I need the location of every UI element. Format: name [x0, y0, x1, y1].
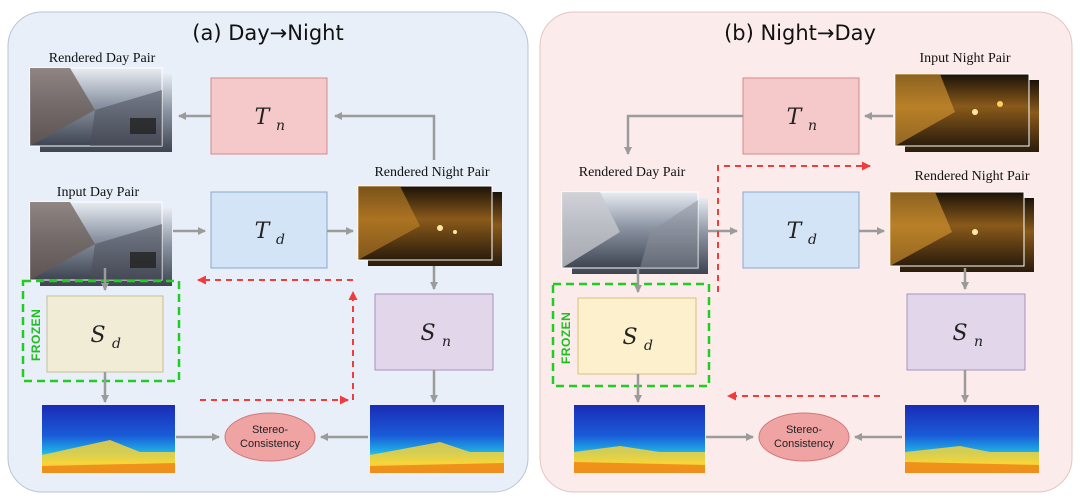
frozen-boundary-b	[551, 282, 711, 388]
loss-arrows-b	[717, 161, 880, 401]
tn-module-label-b: T	[787, 105, 804, 130]
depth-map-right-b	[905, 405, 1039, 473]
sd-module-box-a	[46, 295, 164, 373]
td-module-label-b: T	[787, 219, 804, 244]
stereo-consistency-line2-a: Consistency	[240, 438, 300, 450]
sn-module-label-b: S	[952, 321, 967, 346]
td-module-label-a: T	[255, 219, 272, 244]
stereo-consistency-node-b	[758, 412, 850, 462]
flow-arrows-b	[624, 112, 969, 441]
panel-b-title: (b) Night→Day	[724, 21, 876, 45]
sn-module-subscript-a: n	[442, 334, 451, 350]
label-input-night-pair-b: Input Night Pair	[920, 51, 1011, 66]
frozen-boundary-a	[21, 279, 181, 383]
sd-module-subscript-b: d	[644, 338, 653, 354]
td-module-subscript-a: d	[276, 232, 285, 248]
depth-map-left-b	[574, 405, 705, 473]
tn-module-label-a: T	[255, 105, 272, 130]
sn-module-box-a	[374, 293, 494, 371]
frozen-label-a: FROZEN	[29, 309, 43, 361]
flow-arrows-a	[101, 112, 438, 441]
sn-module-box-b	[906, 293, 1026, 371]
sd-module-subscript-a: d	[112, 336, 121, 352]
rendered-day-pair-image-a	[29, 67, 172, 152]
depth-map-left-a	[42, 405, 175, 473]
sd-module-label-a: S	[90, 323, 105, 348]
panel-a-title: (a) Day→Night	[192, 21, 343, 45]
stereo-consistency-line2-b: Consistency	[774, 438, 834, 450]
td-module-box-a	[210, 191, 328, 269]
label-input-day-pair-a: Input Day Pair	[57, 185, 140, 200]
stereo-consistency-node-a	[224, 412, 316, 462]
tn-module-box-b	[742, 77, 860, 155]
td-module-box-b	[742, 191, 860, 269]
input-night-pair-image-b	[894, 73, 1039, 152]
sd-module-label-b: S	[622, 325, 637, 350]
rendered-night-pair-image-b	[889, 191, 1034, 272]
stereo-consistency-line1-b: Stereo-	[786, 424, 822, 436]
tn-module-subscript-a: n	[276, 118, 285, 134]
sn-module-subscript-b: n	[974, 334, 983, 350]
input-day-pair-image-a	[29, 201, 172, 286]
rendered-day-pair-image-b	[561, 191, 708, 274]
stereo-consistency-line1-a: Stereo-	[252, 424, 288, 436]
depth-map-right-a	[370, 405, 504, 473]
label-rendered-day-pair-a: Rendered Day Pair	[49, 51, 156, 66]
label-rendered-night-pair-a: Rendered Night Pair	[374, 165, 489, 180]
label-rendered-night-pair-b: Rendered Night Pair	[914, 169, 1029, 184]
tn-module-box-a	[210, 77, 328, 155]
label-rendered-day-pair-b: Rendered Day Pair	[579, 165, 686, 180]
tn-module-subscript-b: n	[808, 118, 817, 134]
sn-module-label-a: S	[420, 321, 435, 346]
sd-module-box-b	[577, 297, 697, 375]
loss-arrows-a	[197, 275, 358, 405]
td-module-subscript-b: d	[808, 232, 817, 248]
frozen-label-b: FROZEN	[559, 312, 573, 364]
rendered-night-pair-image-a	[357, 185, 502, 266]
